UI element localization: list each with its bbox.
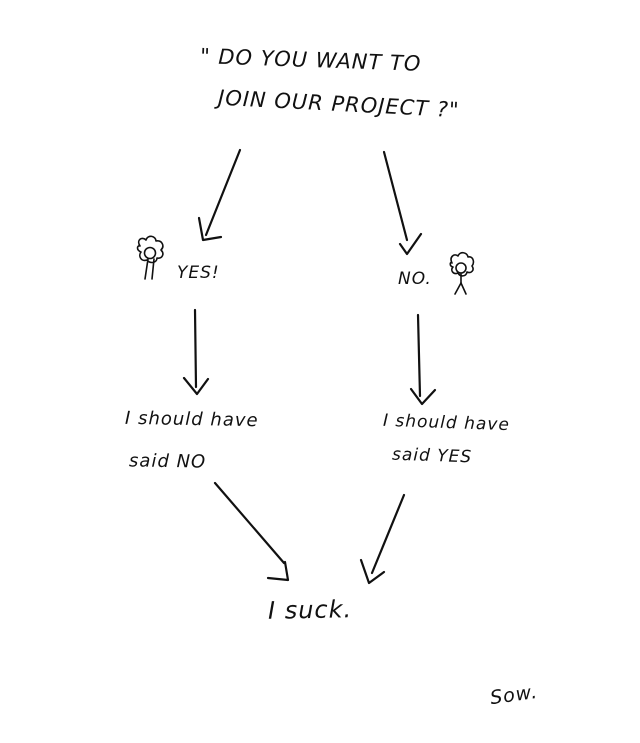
- arrow-no-to-regret: [409, 313, 437, 406]
- conclusion-text: I suck.: [267, 595, 353, 625]
- left-regret-line-2: said NO: [128, 450, 207, 473]
- arrow-yes-to-regret: [182, 308, 210, 396]
- left-regret-line-1: I should have: [124, 407, 259, 432]
- stick-figure-yes: [136, 235, 164, 280]
- arrow-question-to-no: [382, 150, 423, 256]
- stick-figure-no: [449, 251, 475, 295]
- right-regret-line-2: said YES: [391, 444, 473, 468]
- arrow-left-to-conclusion: [213, 481, 290, 582]
- answer-no: NO.: [398, 269, 432, 289]
- arrow-right-to-conclusion: [359, 493, 406, 585]
- answer-yes: YES!: [177, 263, 220, 283]
- arrow-question-to-yes: [197, 148, 242, 242]
